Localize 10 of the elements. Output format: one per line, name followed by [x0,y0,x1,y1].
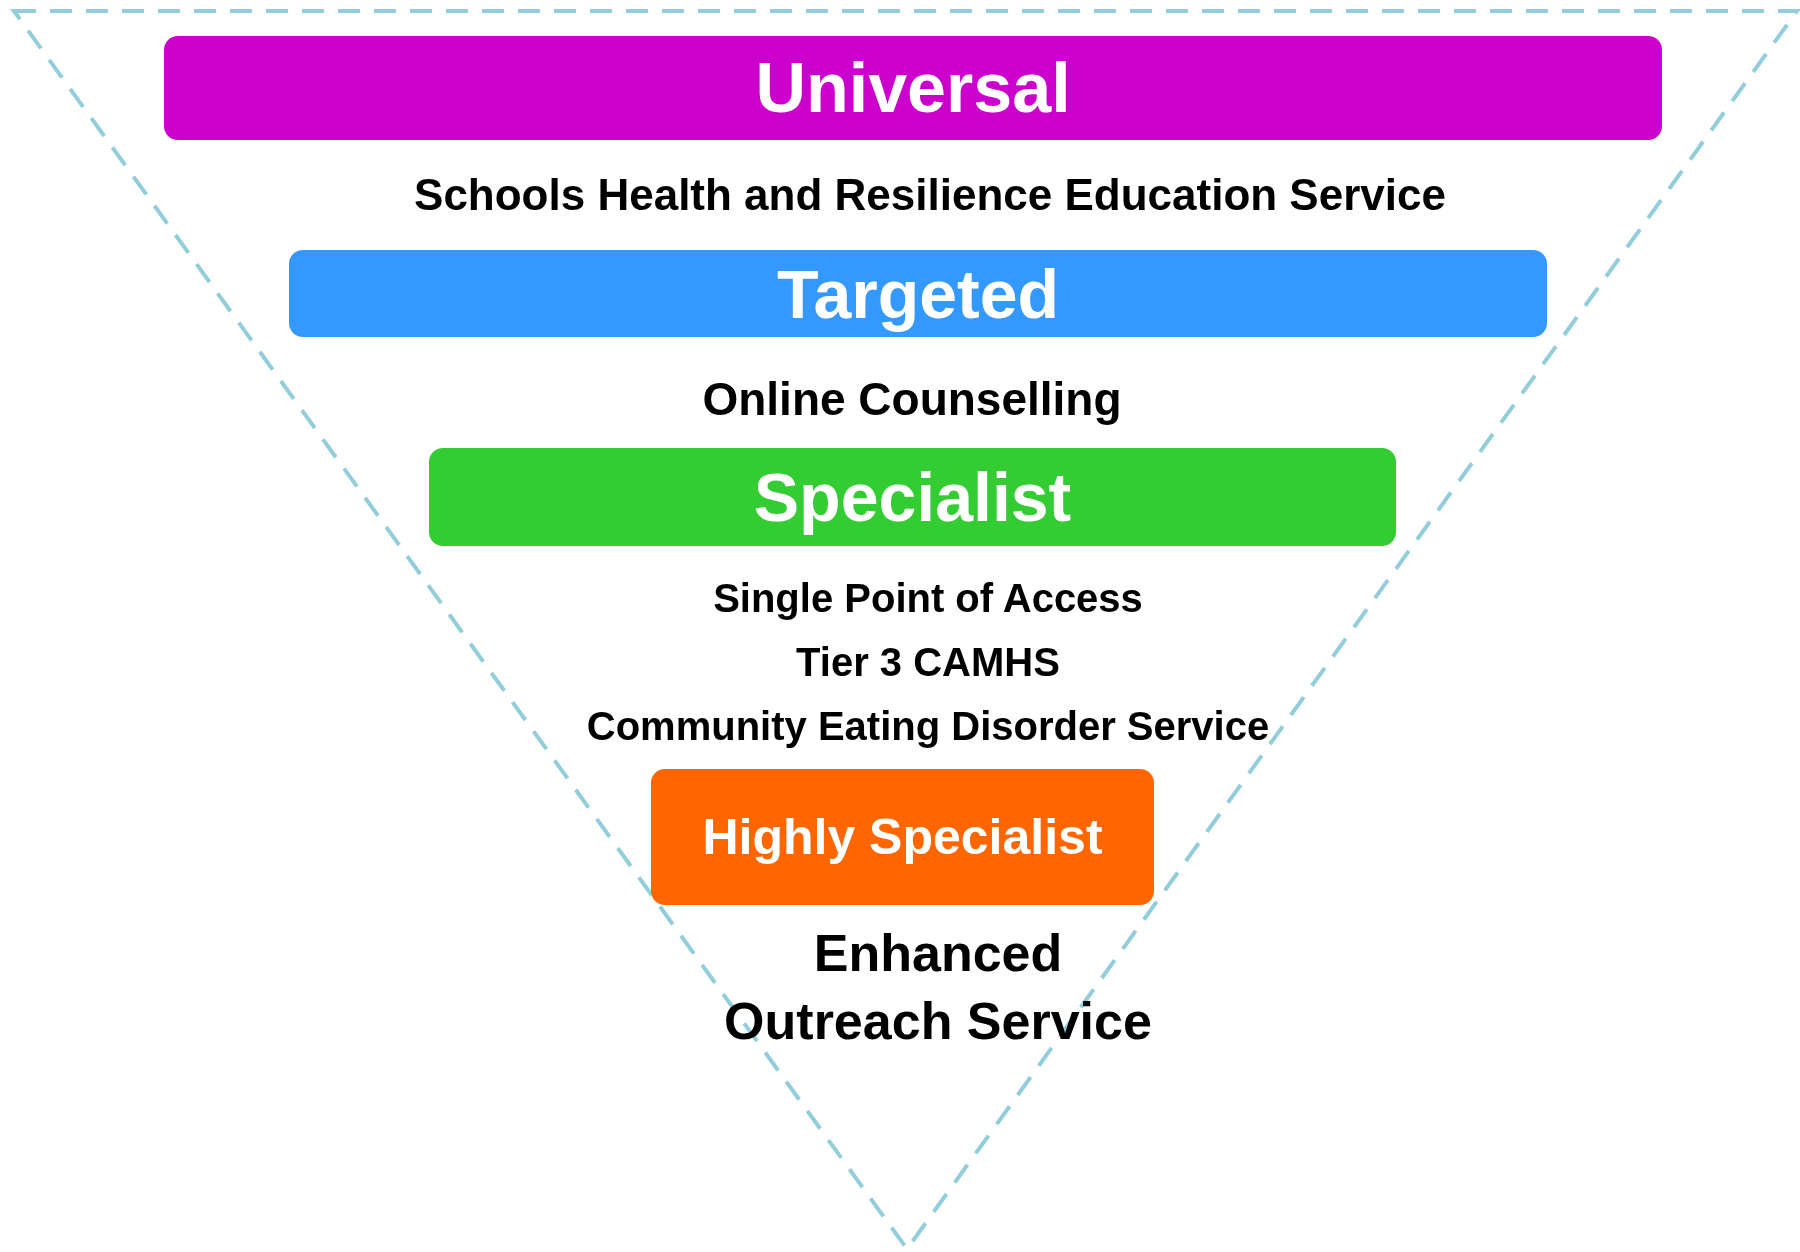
service-label: Tier 3 CAMHS [796,639,1060,686]
tier-band: Targeted [289,250,1547,337]
tier-band: Universal [164,36,1662,140]
service-label: Enhanced Outreach Service [723,923,1153,1052]
service-label: Online Counselling [702,372,1122,427]
service-label: Schools Health and Resilience Education Service [414,169,1446,221]
service-label: Community Eating Disorder Service [586,703,1270,750]
tier-band: Specialist [429,448,1396,546]
service-label: Single Point of Access [713,575,1143,622]
tier-band: Highly Specialist [651,769,1154,905]
